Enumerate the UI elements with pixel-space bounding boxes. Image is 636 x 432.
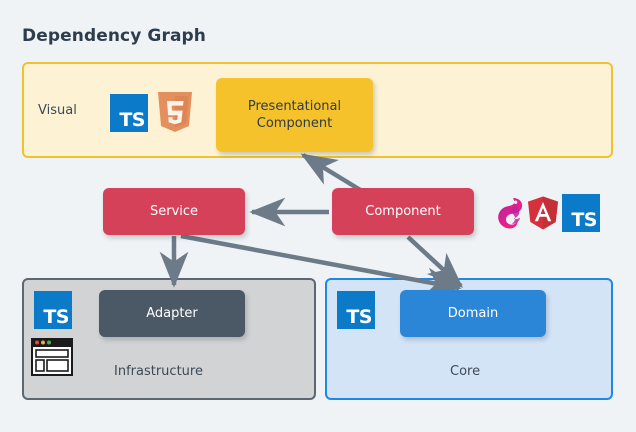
- typescript-logo: TS: [337, 291, 375, 329]
- node-adapter[interactable]: Adapter: [99, 290, 245, 337]
- angular-logo: [527, 196, 559, 230]
- rxjs-logo: [492, 196, 526, 230]
- edge-component-to-presentational: [300, 153, 364, 193]
- page-title: Dependency Graph: [22, 26, 207, 46]
- node-presentational-component-label: Presentational Component: [247, 99, 342, 131]
- layer-infrastructure-label: Infrastructure: [114, 364, 203, 379]
- browser-window-logo: [30, 337, 74, 377]
- layer-core-label: Core: [450, 364, 481, 379]
- node-service[interactable]: Service: [103, 188, 245, 235]
- typescript-logo: TS: [34, 291, 72, 329]
- layer-visual-label: Visual: [38, 103, 77, 118]
- node-presentational-component[interactable]: Presentational Component: [216, 78, 373, 152]
- node-domain[interactable]: Domain: [400, 290, 546, 337]
- typescript-logo: TS: [562, 194, 600, 232]
- html5-logo: [155, 92, 195, 134]
- node-component[interactable]: Component: [332, 188, 474, 235]
- typescript-logo: TS: [110, 94, 148, 132]
